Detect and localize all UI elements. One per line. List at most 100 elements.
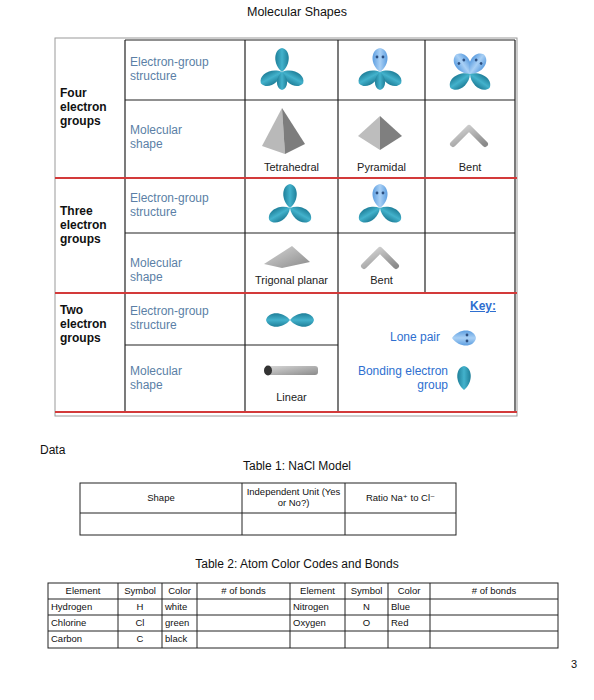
table-2-grid-part (48, 631, 558, 632)
table-1-grid (80, 483, 456, 535)
table-header: # of bonds (200, 583, 287, 599)
table-frame-part-part (244, 40, 245, 412)
caption-text: Table 2: Atom Color Codes and Bonds (140, 556, 454, 573)
table-1-grid-part (80, 513, 456, 514)
table-frame-part-part (55, 292, 517, 294)
table-2-grid-part (345, 583, 346, 648)
electron-group-structures-part (373, 184, 388, 208)
table-frame-part (125, 40, 515, 412)
table-frame-part-part (125, 99, 515, 100)
table-cell: Carbon (51, 631, 115, 648)
table-2-grid-part (388, 583, 389, 648)
group-label: Three electron groups (60, 198, 122, 254)
electron-group-structures-part (375, 72, 385, 90)
table-2-grid (48, 583, 558, 648)
table-cell: Nitrogen (293, 599, 342, 615)
table-2-grid-part (118, 583, 119, 648)
molecular-shapes-part (266, 366, 318, 375)
legend-label: Lone pair (356, 329, 440, 347)
group-label: Four electron groups (60, 80, 122, 136)
molecular-shapes-part (264, 246, 310, 268)
electron-group-structures-part (377, 202, 405, 226)
table-header: Independent Unit (Yes or No?) (244, 484, 343, 512)
table-2-grid-part (197, 583, 198, 648)
row-label: Electron-group structure (130, 299, 218, 339)
electron-group-structures-part (277, 72, 287, 90)
row-label: Molecular shape (130, 251, 218, 291)
electron-group-structures-part (446, 68, 473, 93)
table-cell: white (165, 599, 194, 615)
group-label: Two electron groups (60, 297, 122, 353)
molecular-shapes-part (380, 116, 402, 150)
table-1-grid-part (80, 483, 456, 535)
page-number: 3 (562, 656, 586, 672)
legend-label: Bonding electron group (340, 362, 448, 396)
table-frame-part-part (514, 40, 515, 412)
table-frame-part-part (125, 39, 515, 40)
table-frame-part (55, 38, 517, 416)
shape-name: Bent (426, 159, 514, 176)
table-header: Element (293, 583, 342, 599)
row-label: Electron-group structure (130, 186, 218, 226)
table-cell: Hydrogen (51, 599, 115, 615)
shape-name: Bent (339, 272, 424, 289)
table-header: Element (51, 583, 115, 599)
key-swatches-part (457, 366, 471, 390)
shape-name: Trigonal planar (246, 272, 337, 289)
table-frame-part-part (124, 40, 125, 412)
molecular-shapes-part (282, 108, 305, 154)
molecular-shapes-part (262, 108, 285, 154)
table-cell: black (165, 631, 194, 648)
caption-text: Table 1: NaCl Model (170, 458, 424, 475)
table-frame-part (55, 178, 517, 412)
key-swatches-part (452, 331, 476, 346)
table-header: Color (165, 583, 194, 599)
electron-group-structures-part (266, 202, 294, 226)
table-1-grid-part (345, 483, 346, 535)
table-cell: O (348, 615, 385, 631)
shape-name: Pyramidal (339, 159, 424, 176)
electron-group-structures-part (373, 48, 388, 72)
table-header: # of bonds (433, 583, 555, 599)
molecular-shapes-part (264, 366, 272, 376)
electron-group-structures-part (266, 313, 290, 327)
table-cell: Blue (391, 599, 427, 615)
table-1-grid-part (242, 483, 243, 535)
molecular-shapes (262, 108, 485, 376)
row-label: Molecular shape (130, 359, 218, 399)
table-cell: N (348, 599, 385, 615)
table-2-grid-part (430, 583, 431, 648)
table-cell: H (121, 599, 159, 615)
table-2-grid-part (290, 583, 291, 648)
molecular-shapes-part (358, 116, 380, 150)
electron-group-structures-part (283, 184, 297, 208)
shape-name: Linear (246, 389, 337, 406)
caption-text: Data (40, 443, 90, 459)
table-frame-part-part (125, 232, 515, 233)
key-swatches (452, 331, 476, 391)
key-heading: Key: (458, 298, 508, 316)
shape-name: Tetrahedral (246, 159, 337, 176)
electron-group-structures-part (290, 313, 314, 327)
table-cell: Cl (121, 615, 159, 631)
table-cell: Red (391, 615, 427, 631)
table-cell: Oxygen (293, 615, 342, 631)
electron-group-structures-part (466, 68, 493, 93)
table-2-grid-part (48, 599, 558, 600)
page-title: Molecular Shapes (180, 3, 414, 21)
table-2-grid-part (48, 583, 558, 648)
table-cell: Chlorine (51, 615, 115, 631)
table-frame (55, 38, 517, 416)
molecular-shapes-part (364, 250, 396, 266)
table-cell: C (121, 631, 159, 648)
table-frame-part-part (55, 411, 517, 413)
table-header: Color (391, 583, 427, 599)
table-2-grid-part (162, 583, 163, 648)
table-frame-part-part (55, 177, 517, 179)
table-frame-part-part (337, 40, 338, 412)
table-cell: green (165, 615, 194, 631)
row-label: Electron-group structure (130, 50, 218, 90)
electron-group-structures-part (356, 202, 384, 226)
table-header: Shape (82, 484, 240, 512)
